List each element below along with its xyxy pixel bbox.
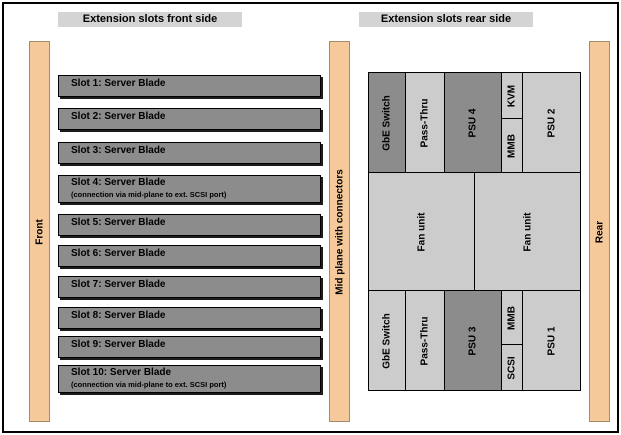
- slot-title: Slot 6: Server Blade: [71, 248, 166, 259]
- slot-5: Slot 5: Server Blade: [58, 214, 321, 236]
- mmb-label: MMB: [506, 305, 518, 330]
- front-side-header: Extension slots front side: [58, 12, 242, 27]
- kvm-label: KVM: [506, 84, 518, 107]
- psu-label: PSU 4: [467, 108, 479, 137]
- fan-unit-right: Fan unit: [474, 172, 581, 291]
- scsi-label: SCSI: [506, 355, 518, 380]
- slot-note: (connection via mid-plane to ext. SCSI p…: [71, 190, 227, 199]
- rear-side-header: Extension slots rear side: [359, 12, 533, 27]
- rear-top-kvm: KVM: [501, 72, 523, 119]
- slot-title: Slot 9: Server Blade: [71, 339, 166, 350]
- slot-6: Slot 6: Server Blade: [58, 245, 321, 267]
- slot-9: Slot 9: Server Blade: [58, 336, 321, 358]
- slot-title: Slot 2: Server Blade: [71, 111, 166, 122]
- pass-thru-label: Pass-Thru: [419, 98, 431, 147]
- rear-bottom-psu-1: PSU 1: [522, 290, 581, 391]
- slot-1: Slot 1: Server Blade: [58, 75, 321, 97]
- rear-bottom-pass-thru: Pass-Thru: [405, 290, 445, 391]
- slot-4: Slot 4: Server Blade (connection via mid…: [58, 175, 321, 203]
- midplane-bar: Mid plane with connectors: [329, 41, 350, 422]
- rear-bottom-psu-3: PSU 3: [444, 290, 502, 391]
- psu-label: PSU 3: [467, 326, 479, 355]
- slot-8: Slot 8: Server Blade: [58, 307, 321, 329]
- slot-10: Slot 10: Server Blade (connection via mi…: [58, 365, 321, 393]
- rear-top-gbe-switch: GbE Switch: [368, 72, 406, 173]
- slot-title: Slot 5: Server Blade: [71, 217, 166, 228]
- rear-bar: Rear: [589, 41, 610, 422]
- psu-right-label: PSU 2: [546, 108, 557, 137]
- gbe-switch-label: GbE Switch: [381, 312, 393, 369]
- midplane-bar-label: Mid plane with connectors: [334, 168, 345, 295]
- fan-unit-label: Fan unit: [522, 212, 533, 251]
- slot-title: Slot 10: Server Blade: [71, 367, 172, 378]
- slot-note: (connection via mid-plane to ext. SCSI p…: [71, 380, 227, 389]
- rear-bottom-mmb: MMB: [501, 290, 523, 345]
- slot-title: Slot 3: Server Blade: [71, 145, 166, 156]
- rear-top-mmb: MMB: [501, 118, 523, 173]
- slot-title: Slot 8: Server Blade: [71, 310, 166, 321]
- rear-bar-label: Rear: [594, 220, 605, 243]
- slot-title: Slot 1: Server Blade: [71, 78, 166, 89]
- fan-unit-left: Fan unit: [368, 172, 475, 291]
- psu-right-label: PSU 1: [546, 326, 557, 355]
- fan-unit-label: Fan unit: [416, 212, 427, 251]
- front-bar: Front: [29, 41, 50, 422]
- mmb-label: MMB: [506, 133, 518, 158]
- gbe-switch-label: GbE Switch: [381, 94, 393, 151]
- pass-thru-label: Pass-Thru: [419, 316, 431, 365]
- rear-top-pass-thru: Pass-Thru: [405, 72, 445, 173]
- rear-top-psu-2: PSU 2: [522, 72, 581, 173]
- slot-3: Slot 3: Server Blade: [58, 142, 321, 164]
- rear-bottom-gbe-switch: GbE Switch: [368, 290, 406, 391]
- slot-2: Slot 2: Server Blade: [58, 108, 321, 130]
- rear-bottom-scsi: SCSI: [501, 344, 523, 391]
- front-bar-label: Front: [34, 218, 45, 245]
- slot-title: Slot 7: Server Blade: [71, 279, 166, 290]
- slot-title: Slot 4: Server Blade: [71, 177, 166, 188]
- slot-7: Slot 7: Server Blade: [58, 276, 321, 298]
- rear-top-psu-4: PSU 4: [444, 72, 502, 173]
